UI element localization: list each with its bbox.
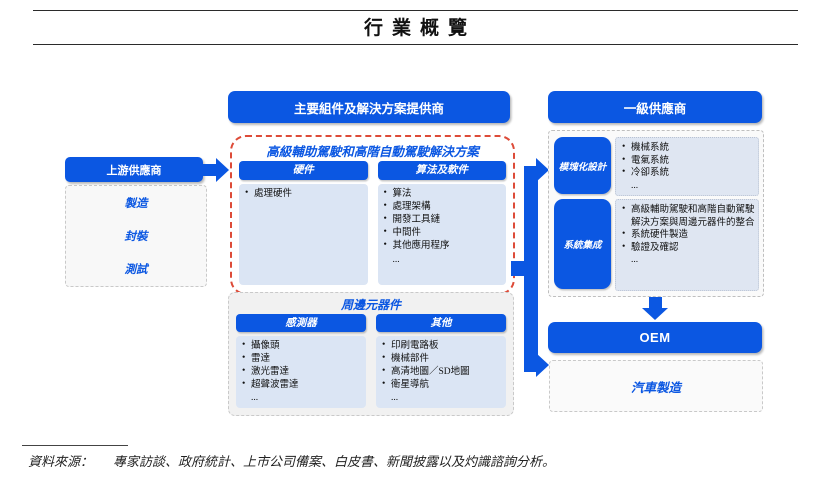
branch-arrow-vertical-bar <box>524 166 538 372</box>
list-item: 攝像頭 <box>242 339 363 353</box>
others-subheader: 其他 <box>376 314 506 332</box>
software-list-box: 算法 處理架構 開發工具鏈 中間件 其他應用程序 ... <box>377 184 506 285</box>
list-item: 機械部件 <box>382 352 503 366</box>
upstream-item: 封裝 <box>124 230 148 243</box>
arrow-right-bar <box>201 164 217 176</box>
hardware-list-box: 處理硬件 <box>239 184 368 285</box>
peripherals-columns: 感測器 攝像頭 雷達 激光雷達 超聲波雷達 ... 其他 印刷電路板 <box>236 314 506 408</box>
oem-box: 汽車製造 <box>549 360 763 412</box>
upstream-header: 上游供應商 <box>65 157 203 182</box>
title-bottom-rule <box>33 44 798 46</box>
list-item: 冷卻系統 <box>622 166 755 180</box>
list-item: 系統硬件製造 <box>622 228 755 242</box>
sensors-list-box: 攝像頭 雷達 激光雷達 超聲波雷達 ... <box>236 336 366 408</box>
upstream-item: 製造 <box>124 197 148 210</box>
peripherals-title: 周邊元器件 <box>340 298 401 312</box>
upstream-item: 測試 <box>124 264 148 277</box>
footnote-rule <box>22 445 128 447</box>
top-rule <box>33 10 798 12</box>
branch-arrow-bottom-head <box>536 353 549 377</box>
list-item: 激光雷達 <box>242 365 363 379</box>
oem-header: OEM <box>548 322 762 353</box>
hardware-subheader: 硬件 <box>239 161 368 180</box>
solutions-column-software: 算法及軟件 算法 處理架構 開發工具鏈 中間件 其他應用程序 ... <box>377 161 506 285</box>
list-item: 開發工具鏈 <box>384 213 504 227</box>
oem-label: 汽車製造 <box>630 380 681 395</box>
upstream-box: 製造 封裝 測試 <box>65 185 207 287</box>
list-item: 雷達 <box>242 352 363 366</box>
tier1-header: 一級供應商 <box>548 91 762 123</box>
list-item: 高級輔助駕駛和高階自動駕駛解決方案與周邊元器件的整合 <box>622 203 755 229</box>
list-item: 超聲波雷達 <box>242 378 363 392</box>
list-item: 驗證及確認 <box>622 241 755 255</box>
solutions-box: 高級輔助駕駛和高階自動駕駛解決方案 硬件 處理硬件 算法及軟件 算法 處理架構 … <box>230 135 515 295</box>
source-text: 專家訪談、政府統計、上市公司備案、白皮書、新聞披露以及灼識諮詢分析。 <box>113 454 556 469</box>
list-item: 處理硬件 <box>245 187 365 201</box>
solutions-title: 高級輔助駕駛和高階自動駕駛解決方案 <box>266 145 479 159</box>
list-item: 其他應用程序 <box>384 239 504 253</box>
arrow-down-bar <box>649 297 662 309</box>
branch-arrow-top-head <box>536 158 549 182</box>
peripherals-column-sensors: 感測器 攝像頭 雷達 激光雷達 超聲波雷達 ... <box>236 314 366 408</box>
list-item-more: ... <box>631 255 639 266</box>
arrow-right-head <box>216 158 229 182</box>
list-item: 機械系統 <box>622 141 755 155</box>
solutions-column-hardware: 硬件 處理硬件 <box>239 161 368 285</box>
sensors-subheader: 感測器 <box>236 314 366 332</box>
list-item: 算法 <box>384 187 504 201</box>
list-item-more: ... <box>391 393 399 404</box>
list-item: 高清地圖／SD地圖 <box>382 365 503 379</box>
tier1-box: 模塊化設計 機械系統 電氣系統 冷卻系統 ... 系統集成 高級輔助駕駛和高階自… <box>548 130 764 297</box>
source-line: 資料來源： 專家訪談、政府統計、上市公司備案、白皮書、新聞披露以及灼識諮詢分析。 <box>28 451 555 470</box>
list-item-more: ... <box>631 180 639 191</box>
arrow-down-head <box>642 308 668 320</box>
tier1-row-list-box: 機械系統 電氣系統 冷卻系統 ... <box>615 137 759 196</box>
list-item-more: ... <box>251 393 259 404</box>
source-label: 資料來源： <box>28 454 94 469</box>
branch-arrow-stem <box>511 261 528 276</box>
list-item: 處理架構 <box>384 200 504 214</box>
peripherals-box: 周邊元器件 感測器 攝像頭 雷達 激光雷達 超聲波雷達 ... 其他 <box>228 292 514 416</box>
page-title: 行業概覽 <box>363 18 476 39</box>
providers-header: 主要組件及解決方案提供商 <box>228 91 510 123</box>
list-item: 電氣系統 <box>622 154 755 168</box>
tier1-row-label: 系統集成 <box>554 199 611 289</box>
list-item-more: ... <box>392 254 400 265</box>
tier1-row-list-box: 高級輔助駕駛和高階自動駕駛解決方案與周邊元器件的整合 系統硬件製造 驗證及確認 … <box>615 199 759 291</box>
list-item: 印刷電路板 <box>382 339 503 353</box>
solutions-columns: 硬件 處理硬件 算法及軟件 算法 處理架構 開發工具鏈 中間件 其他應用程序 <box>239 161 506 285</box>
list-item: 中間件 <box>384 226 504 240</box>
software-subheader: 算法及軟件 <box>377 161 506 180</box>
peripherals-column-others: 其他 印刷電路板 機械部件 高清地圖／SD地圖 衛星導航 ... <box>376 314 506 408</box>
others-list-box: 印刷電路板 機械部件 高清地圖／SD地圖 衛星導航 ... <box>376 336 506 408</box>
tier1-row-label: 模塊化設計 <box>554 137 611 194</box>
list-item: 衛星導航 <box>382 378 503 392</box>
